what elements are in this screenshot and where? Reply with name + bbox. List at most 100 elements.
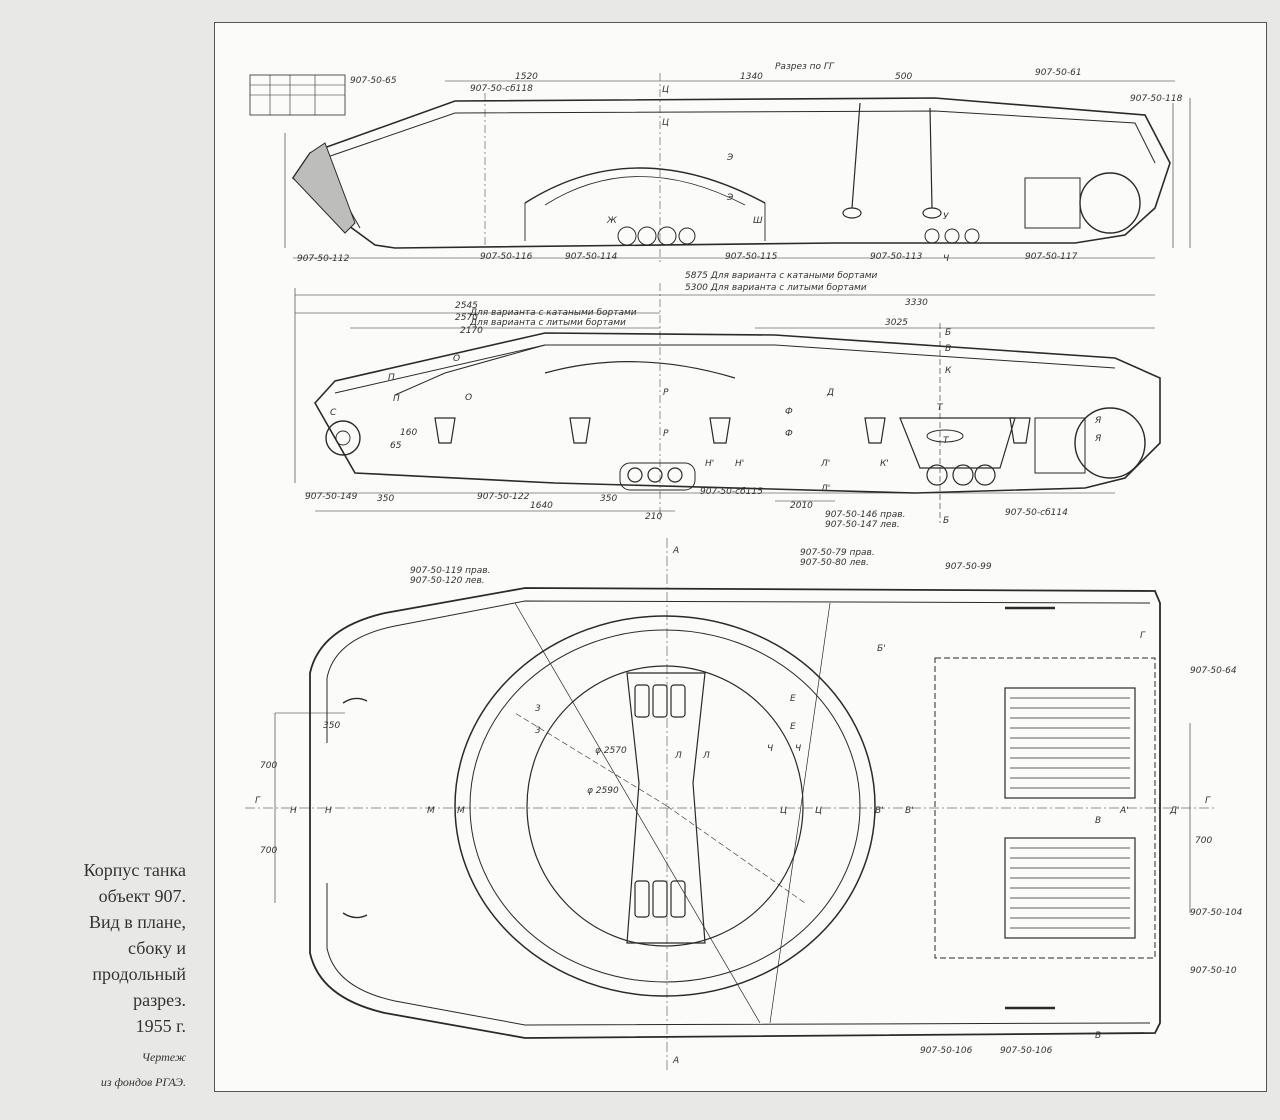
section-letter: Л xyxy=(674,751,682,761)
section-letter: 3 xyxy=(535,704,541,714)
caption-line: Корпус танка xyxy=(83,860,186,880)
section-letter: Ц xyxy=(780,806,787,816)
section-letter: Г xyxy=(255,796,261,806)
section-letter: Ц xyxy=(662,85,669,95)
section-letter: М xyxy=(427,806,435,816)
dim-210: 210 xyxy=(645,512,662,522)
dim-top-2: 1340 xyxy=(740,72,763,82)
section-title: Разрез по ГГ xyxy=(775,62,835,72)
section-letter: Р xyxy=(663,388,669,398)
section-letter: Ш xyxy=(753,216,763,226)
part-907-50-120: 907-50-120 лев. xyxy=(410,576,485,586)
section-letter: Б' xyxy=(877,644,886,654)
section-letter: А xyxy=(672,1056,679,1066)
part-907-50-114: 907-50-114 xyxy=(565,252,618,262)
part-907-50-112: 907-50-112 xyxy=(297,254,350,264)
technical-drawing: Разрез по ГГ 1520 1340 500 907-50-61 907… xyxy=(214,22,1267,1092)
dim-plan-350: 350 xyxy=(323,721,340,731)
section-letter: О xyxy=(453,354,460,364)
note-rolled: Для варианта с катаными бортами xyxy=(469,308,637,318)
dim-65: 65 xyxy=(390,441,402,451)
dim-top-3: 500 xyxy=(895,72,912,82)
note-5300: 5300 Для варианта с литыми бортами xyxy=(685,283,867,293)
section-letter: Е xyxy=(790,722,796,732)
part-907-50-sb118: 907-50-сб118 xyxy=(470,84,533,94)
section-letter: В xyxy=(945,344,951,354)
section-letter: О xyxy=(465,393,472,403)
dim-2170: 2170 xyxy=(460,326,483,336)
dim-1640: 1640 xyxy=(530,501,553,511)
longitudinal-section xyxy=(249,73,1191,263)
section-letter: Ф xyxy=(785,429,793,439)
part-907-50-146: 907-50-146 прав. xyxy=(825,510,905,520)
dim-plan-700-a: 700 xyxy=(260,761,277,771)
section-letter: 3 xyxy=(535,726,541,736)
section-letter: Н' xyxy=(705,459,714,469)
section-letter: В xyxy=(1095,816,1101,826)
section-letter: В xyxy=(1095,1031,1101,1041)
section-letter: Т xyxy=(937,403,944,413)
dim-2570: 2570 xyxy=(455,313,478,323)
section-letter: Г xyxy=(1140,631,1146,641)
part-907-50-113: 907-50-113 xyxy=(870,252,923,262)
section-letter: Э xyxy=(726,193,734,203)
caption-line: разрез. xyxy=(133,990,186,1010)
part-907-50-118: 907-50-118 xyxy=(1130,94,1183,104)
section-letter: Ц xyxy=(662,118,669,128)
dim-top-1: 1520 xyxy=(515,72,538,82)
dim-2545: 2545 xyxy=(455,301,478,311)
section-letter: Д' xyxy=(1169,806,1180,816)
part-907-50-99: 907-50-99 xyxy=(945,562,992,572)
part-907-50-106-b: 907-50-106 xyxy=(1000,1046,1053,1056)
caption-line: 1955 г. xyxy=(135,1016,186,1036)
part-907-50-64: 907-50-64 xyxy=(1190,666,1237,676)
section-letter: Н xyxy=(325,806,332,816)
section-letter: Ч xyxy=(943,254,949,264)
section-letter: Ф xyxy=(785,407,793,417)
figure-credit: Чертеж из фондов РГАЭ. xyxy=(0,1045,186,1095)
dim-160: 160 xyxy=(400,428,417,438)
caption-line: Вид в плане, xyxy=(88,912,186,932)
plan-view xyxy=(245,538,1215,1073)
dim-plan-2570: φ 2570 xyxy=(595,746,627,756)
part-907-50-65: 907-50-65 xyxy=(350,76,397,86)
part-907-50-106-a: 907-50-106 xyxy=(920,1046,973,1056)
dim-plan-2590: φ 2590 xyxy=(587,786,619,796)
part-907-50-79: 907-50-79 прав. xyxy=(800,548,875,558)
part-907-50-147: 907-50-147 лев. xyxy=(825,520,900,530)
dim-plan-700-b: 700 xyxy=(260,846,277,856)
part-907-50-122: 907-50-122 xyxy=(477,492,530,502)
section-letter: Г xyxy=(1205,796,1211,806)
section-letter: Е xyxy=(790,694,796,704)
section-letter: К xyxy=(945,366,952,376)
note-5875: 5875 Для варианта с катаными бортами xyxy=(685,271,878,281)
section-letter: Д xyxy=(826,388,834,398)
part-907-50-80: 907-50-80 лев. xyxy=(800,558,869,568)
credit-line: из фондов РГАЭ. xyxy=(100,1075,186,1089)
section-letter: Л xyxy=(702,751,710,761)
section-letter: М xyxy=(457,806,465,816)
part-907-50-149: 907-50-149 xyxy=(305,492,358,502)
section-letter: Б xyxy=(945,328,951,338)
section-letter: В' xyxy=(875,806,884,816)
section-letter: В' xyxy=(905,806,914,816)
part-907-50-104: 907-50-104 xyxy=(1190,908,1243,918)
credit-line: Чертеж xyxy=(141,1050,186,1064)
section-letter: С xyxy=(330,408,337,418)
dim-3330: 3330 xyxy=(905,298,928,308)
section-letter: Б xyxy=(943,516,949,526)
section-letter: П xyxy=(393,394,400,404)
dim-plan-700-c: 700 xyxy=(1195,836,1212,846)
section-letter: Э xyxy=(726,153,734,163)
caption-line: объект 907. xyxy=(98,886,186,906)
caption-line: продольный xyxy=(92,964,186,984)
section-letter: У xyxy=(943,212,949,222)
section-letter: А' xyxy=(1119,806,1129,816)
figure-caption: Корпус танка объект 907. Вид в плане, сб… xyxy=(6,857,186,1039)
section-letter: П xyxy=(388,373,395,383)
part-907-50-sb114: 907-50-сб114 xyxy=(1005,508,1068,518)
section-letter: Н xyxy=(290,806,297,816)
section-letter: А xyxy=(672,546,679,556)
section-letter: Р xyxy=(663,429,669,439)
